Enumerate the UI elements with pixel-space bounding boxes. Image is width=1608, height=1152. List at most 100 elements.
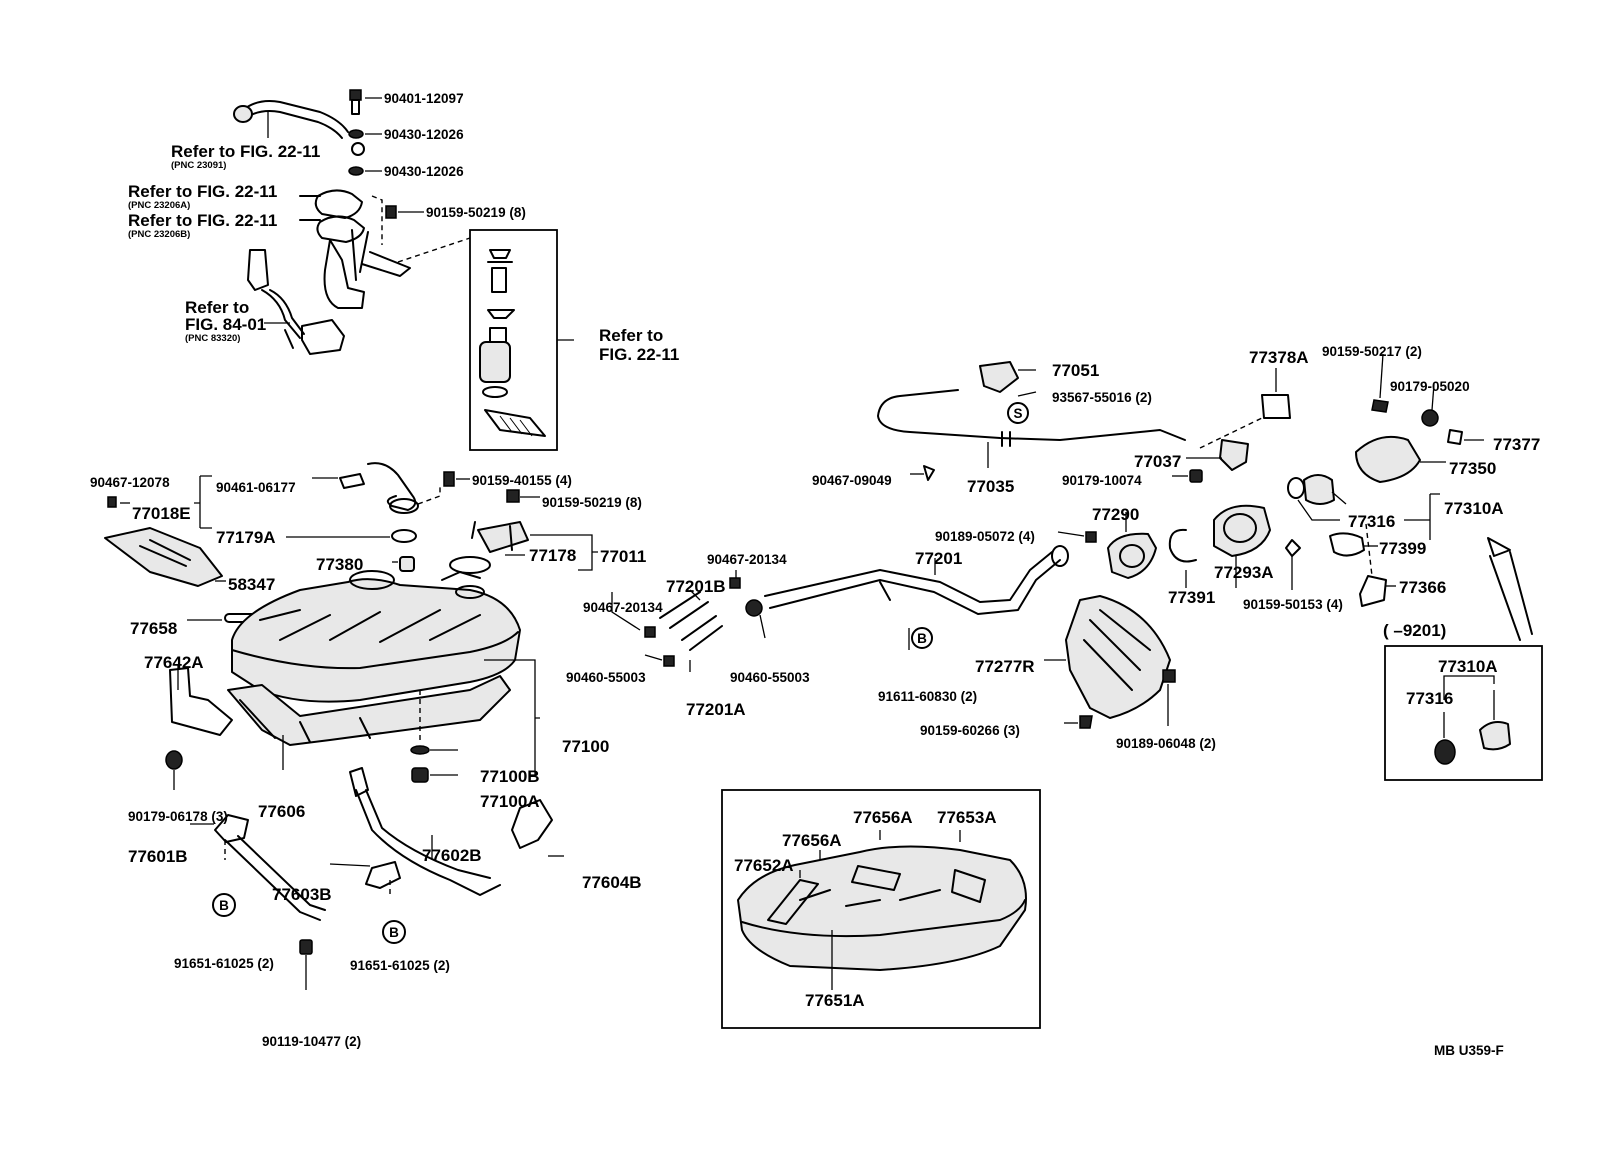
washer: [348, 166, 364, 176]
filler-inlet-parts: [1044, 504, 1271, 729]
part-label: 77201A: [686, 700, 746, 719]
screw-90159-50153: [1285, 539, 1301, 557]
part-label: 77316: [1406, 689, 1453, 708]
part-label: 90461-06177: [216, 480, 296, 495]
callout-b-label: B: [219, 898, 229, 913]
cap-gasket-77316: [1287, 477, 1305, 499]
part-label: 77277R: [975, 657, 1035, 676]
lid-opener-cable: [877, 389, 1186, 441]
washer: [348, 129, 364, 139]
part-label: 77606: [258, 802, 305, 821]
fuel-gauge-gasket: [391, 529, 417, 543]
part-label: 77658: [130, 619, 177, 638]
nut: [165, 750, 183, 770]
fuel-filler-door-77350: [1355, 436, 1421, 483]
band-bracket-right: [349, 767, 369, 797]
tank-band-left: [224, 835, 326, 921]
cable-bracket-77378A: [1261, 394, 1291, 419]
pnc-label: (PNC 23206B): [128, 229, 190, 240]
view-arrow: [1487, 537, 1511, 557]
reference-label: Refer to: [185, 298, 249, 317]
part-label: 90430-12026: [384, 127, 464, 142]
part-label: 77178: [529, 546, 576, 565]
fuel-tank-assembly: [227, 570, 540, 783]
part-label: 77179A: [216, 528, 276, 547]
tank-pads-frame: [721, 789, 1041, 1029]
reference-label: FIG. 22-11: [599, 345, 679, 364]
part-label: 90467-20134: [707, 552, 787, 567]
part-label: 90189-06048 (2): [1116, 736, 1216, 751]
cap-gasket-detail: [1434, 739, 1456, 765]
part-label: 77656A: [853, 808, 913, 827]
callout-b-label: B: [389, 925, 399, 940]
pnc-label: (PNC 23206A): [128, 200, 190, 211]
part-label: 90467-09049: [812, 473, 892, 488]
part-label: 77642A: [144, 653, 204, 672]
part-label: 77293A: [1214, 563, 1274, 582]
reference-label: Refer to: [599, 326, 663, 345]
part-label: 90460-55003: [730, 670, 810, 685]
tether-77399: [1329, 532, 1365, 557]
screw-90189-05072: [1085, 531, 1097, 543]
part-label: 77653A: [937, 808, 997, 827]
part-label: 77366: [1399, 578, 1446, 597]
part-label: 77399: [1379, 539, 1426, 558]
part-label: 77604B: [582, 873, 642, 892]
fuel-filler-door-group: [1285, 353, 1533, 641]
fuel-tank: [231, 578, 521, 703]
cap-detail-box: [1384, 645, 1543, 781]
cable-clamp: [923, 465, 935, 481]
pad-77653A: [951, 869, 986, 903]
nut-90179-10074: [1189, 469, 1203, 483]
callout-circle-s: [1007, 402, 1029, 424]
part-label: 77310A: [1444, 499, 1504, 518]
part-label: 90159-40155 (4): [472, 473, 572, 488]
part-label: 77018E: [132, 504, 191, 523]
part-label: 90159-50153 (4): [1243, 597, 1343, 612]
pump-parts-frame: [469, 229, 558, 451]
pump-tube: [242, 100, 349, 133]
snap-ring-77391: [1168, 528, 1197, 563]
filler-hoses: [611, 545, 1069, 672]
nut-90179-05020: [1421, 409, 1439, 427]
pad-77656A: [851, 865, 901, 891]
part-label: 90179-10074: [1062, 473, 1142, 488]
part-label: 91611-60830 (2): [878, 689, 977, 704]
date-range-label: ( –9201): [1383, 621, 1446, 640]
screw-90189-06048: [1162, 669, 1176, 683]
part-label: 77310A: [1438, 657, 1498, 676]
part-label: 77290: [1092, 505, 1139, 524]
band-bracket-77603B: [365, 861, 401, 889]
part-label: 77051: [1052, 361, 1099, 380]
reference-label: FIG. 84-01: [185, 315, 266, 334]
screw-90159-50217: [1371, 399, 1389, 413]
callout-b-label: B: [917, 631, 927, 646]
part-label: 77100A: [480, 792, 540, 811]
part-label: 77380: [316, 555, 363, 574]
filler-shield-77277R: [1065, 595, 1171, 719]
callout-circle-b: [212, 893, 236, 917]
inlet-box-77290: [1107, 532, 1157, 579]
part-label: 90189-05072 (4): [935, 529, 1035, 544]
part-label: 77350: [1449, 459, 1496, 478]
drain-plug: [411, 767, 429, 783]
part-label: 90159-50217 (2): [1322, 344, 1422, 359]
pump-parts-box: [469, 229, 574, 451]
part-label: 58347: [228, 575, 275, 594]
part-label: 77378A: [1249, 348, 1309, 367]
part-label: 77603B: [272, 885, 332, 904]
part-label: 77602B: [422, 846, 482, 865]
fuel-cap-77310A: [1303, 474, 1335, 505]
diagram-code: MB U359-F: [1434, 1043, 1504, 1058]
tube-end-fitting: [233, 105, 253, 123]
part-label: 90460-55003: [566, 670, 646, 685]
part-label: 90159-50219 (8): [542, 495, 642, 510]
bolt-head: [349, 89, 362, 101]
part-label: 90401-12097: [384, 91, 464, 106]
pump-bracket: [323, 239, 365, 309]
tank-pads-box: [721, 789, 1041, 1029]
pump-plate: [314, 189, 363, 219]
gauge-connector: [247, 249, 269, 291]
fuel-cap-detail: [1479, 721, 1511, 751]
band-bracket-77604B: [511, 799, 553, 849]
